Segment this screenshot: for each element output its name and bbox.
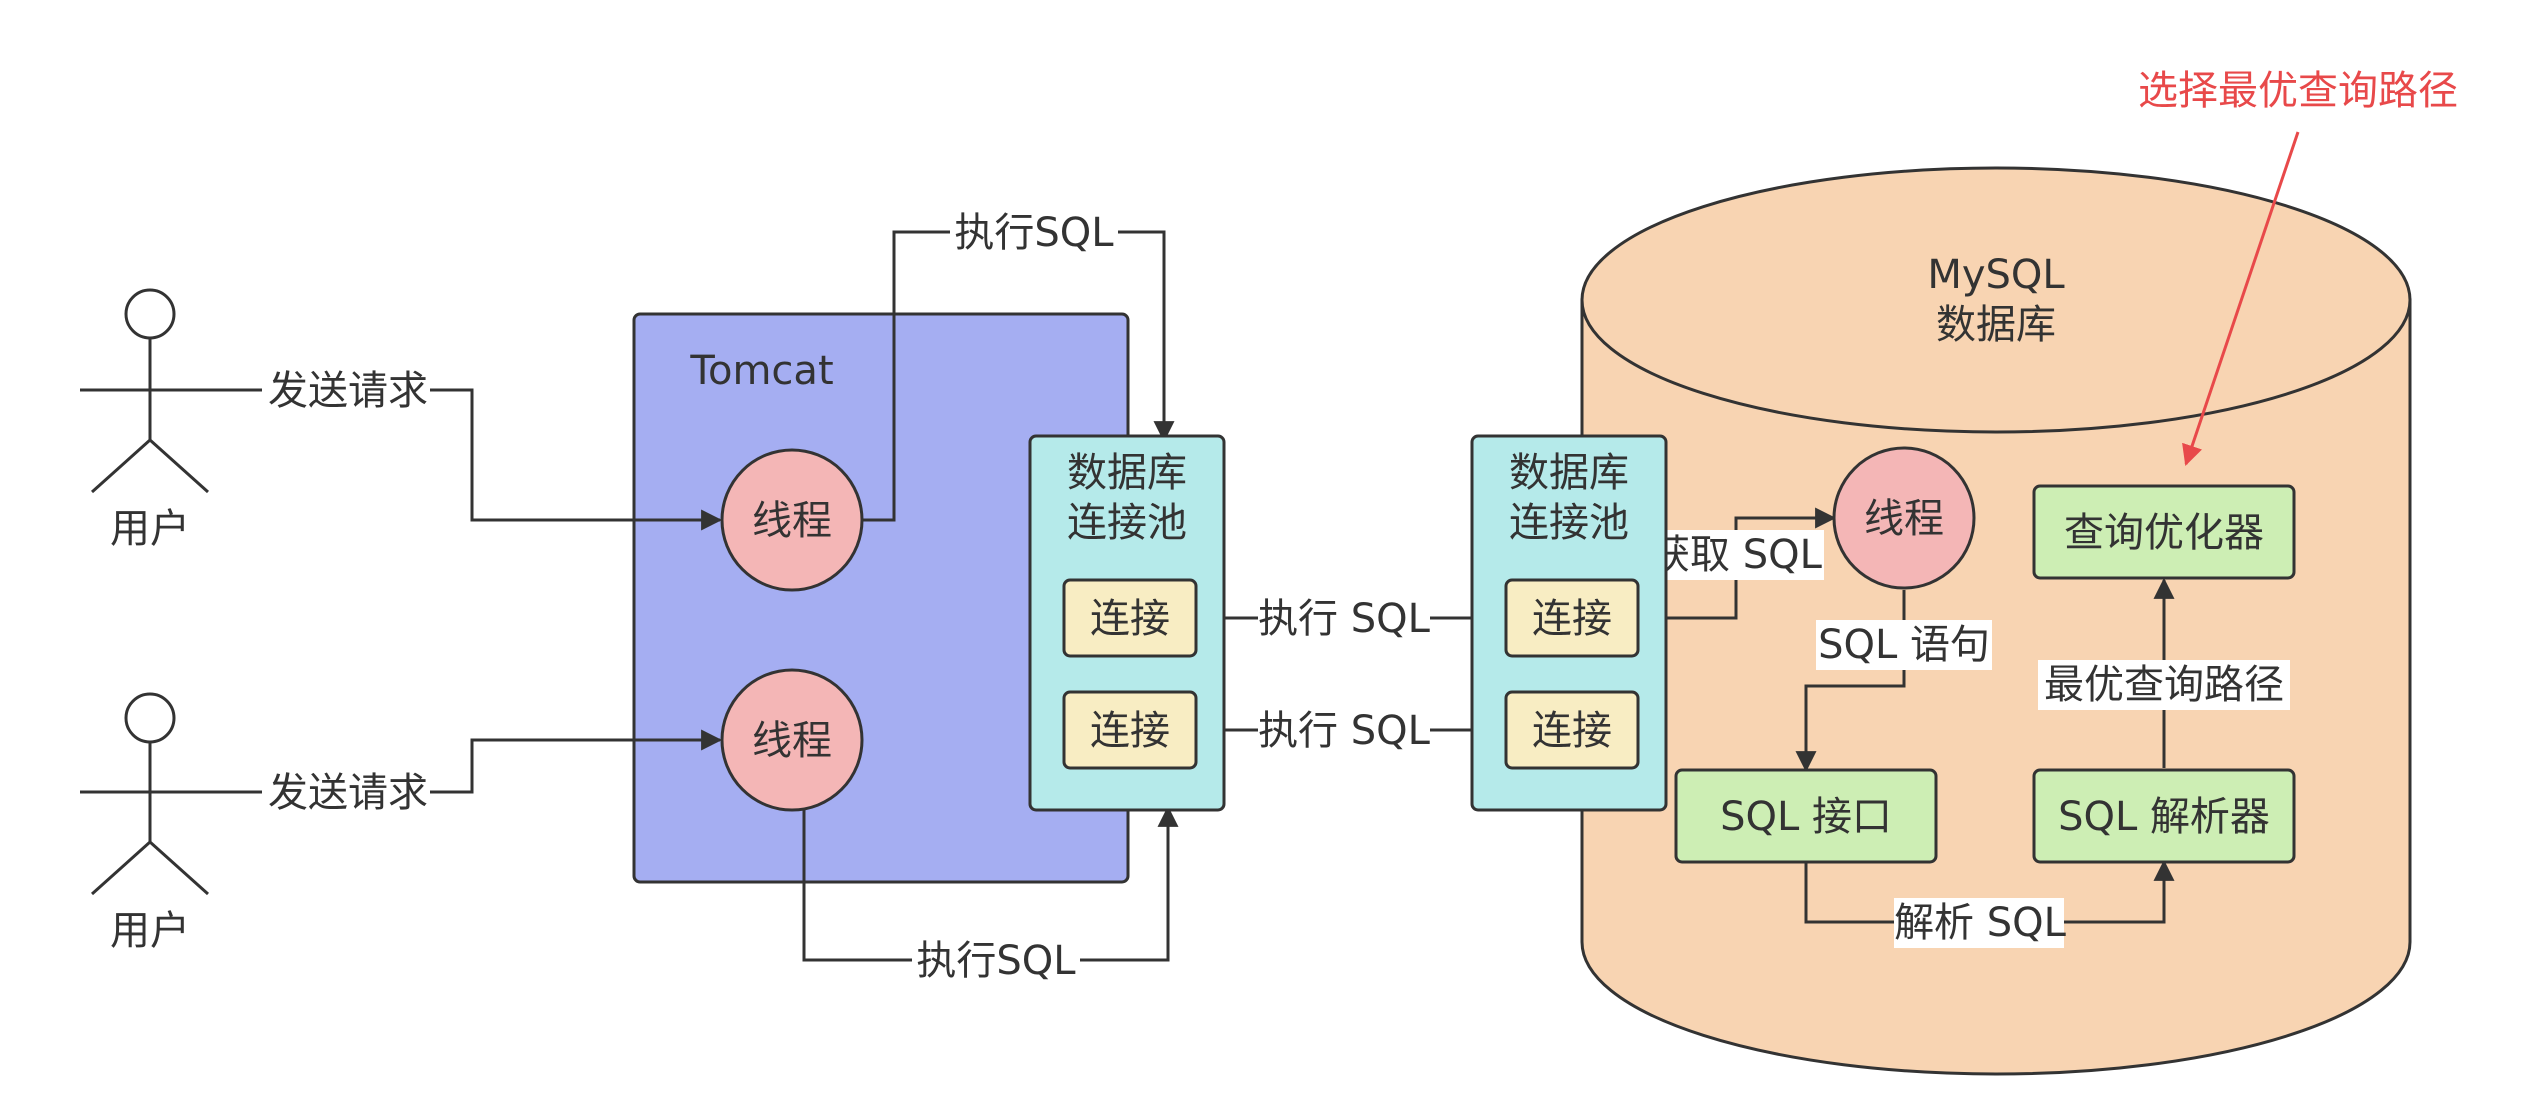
sql-parser-label: SQL 解析器 [2058, 794, 2270, 840]
app-connection-1 [1062, 578, 1198, 658]
mysql-thread-label: 线程 [1864, 496, 1944, 542]
edge-label-exec-sql-top: 执行SQL [954, 210, 1114, 256]
edge-thread1-to-pool [862, 230, 1175, 522]
mysql-title: MySQL [1927, 252, 2065, 298]
app-pool-title-2: 连接池 [1067, 500, 1187, 546]
sql-interface-label: SQL 接口 [1720, 794, 1892, 840]
db-connection-2 [1504, 690, 1640, 770]
user-label-1: 用户 [110, 506, 190, 552]
annotation-arrow [2182, 131, 2300, 466]
mysql-thread [1832, 446, 1976, 590]
tomcat-thread-1-label: 线程 [752, 498, 832, 544]
app-pool-title-1: 数据库 [1067, 450, 1187, 496]
sql-parser-box [2032, 768, 2296, 864]
edge-label-best-path: 最优查询路径 [2044, 662, 2284, 708]
tomcat-thread-2-label: 线程 [752, 718, 832, 764]
edge-label-send-request-2: 发送请求 [268, 770, 428, 816]
user-actor-1 [80, 288, 220, 494]
mysql-subtitle: 数据库 [1936, 302, 2056, 348]
tomcat-thread-2 [720, 668, 864, 812]
app-connection-2 [1062, 690, 1198, 770]
edge-label-sql-statement: SQL 语句 [1818, 622, 1990, 668]
edge-label-get-sql: 获取 SQL [1650, 532, 1823, 578]
tomcat-title: Tomcat [689, 348, 833, 394]
edge-label-parse-sql: 解析 SQL [1894, 900, 2067, 946]
app-connection-2-label: 连接 [1090, 708, 1170, 754]
sql-interface-box [1674, 768, 1938, 864]
db-connection-1-label: 连接 [1532, 596, 1612, 642]
db-connection-2-label: 连接 [1532, 708, 1612, 754]
db-pool-title-2: 连接池 [1509, 500, 1629, 546]
edge-label-exec-sql-conn1: 执行 SQL [1258, 596, 1431, 642]
tomcat-thread-1 [720, 448, 864, 592]
app-connection-1-label: 连接 [1090, 596, 1170, 642]
query-optimizer-label: 查询优化器 [2064, 510, 2264, 556]
annotation-label: 选择最优查询路径 [2138, 68, 2458, 114]
user-label-2: 用户 [110, 908, 190, 954]
edge-label-exec-sql-bottom: 执行SQL [916, 938, 1076, 984]
db-connection-1 [1504, 578, 1640, 658]
user-actor-2 [80, 692, 220, 896]
db-pool-title-1: 数据库 [1509, 450, 1629, 496]
edge-label-exec-sql-conn2: 执行 SQL [1258, 708, 1431, 754]
query-optimizer-box [2032, 484, 2296, 580]
edge-label-send-request-1: 发送请求 [268, 368, 428, 414]
